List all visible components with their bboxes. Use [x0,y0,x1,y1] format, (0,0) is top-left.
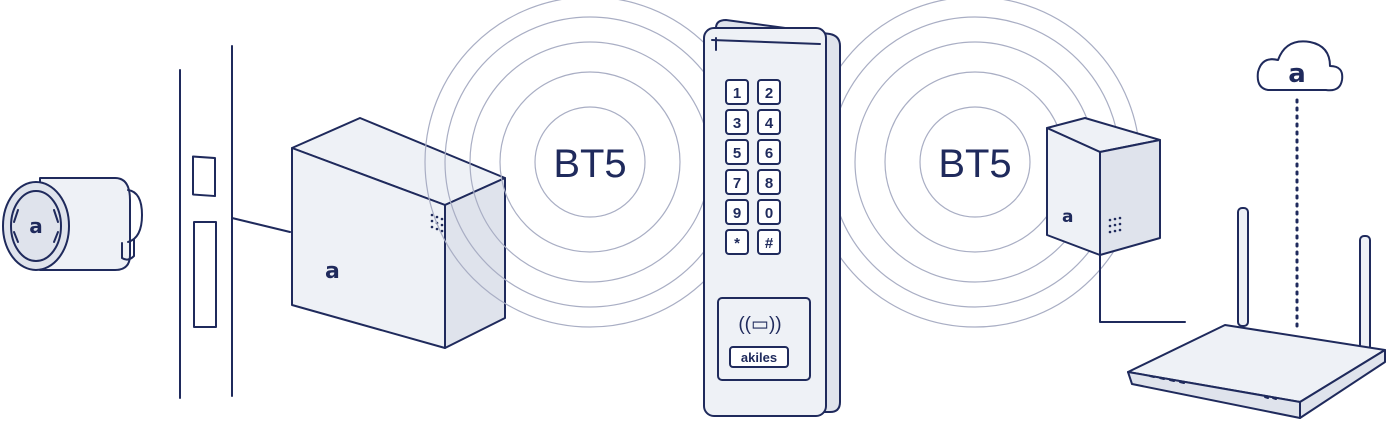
brand-plate-text: akiles [741,350,777,365]
keypad-key-label: 5 [733,145,741,162]
keypad-key [725,229,749,255]
right-signal-label: BT5 [938,142,1011,186]
keypad-key [757,199,781,225]
gateway-box: a [1046,117,1161,256]
keypad-key [757,109,781,135]
router-leds [1149,375,1277,400]
cloud-lock-icon: a [1256,40,1344,332]
keypad-key [725,139,749,165]
keypad-keys: 1 2 3 4 5 6 7 8 9 0 * # [725,79,781,255]
keypad-key [757,139,781,165]
keypad-key-label: 8 [765,175,773,192]
keypad-key-label: # [765,235,774,252]
gateway-speaker-grille [1108,216,1122,234]
nfc-icon: ((▭)) [738,314,781,335]
brand-plate [729,346,789,368]
keypad-key [725,79,749,105]
keypad-key-label: 4 [765,115,774,132]
keypad-key [725,109,749,135]
keypad-key [757,169,781,195]
gateway-brand-mark: a [1062,207,1073,227]
keypad-key-label: 9 [733,205,741,222]
keypad-key-label: * [734,235,740,252]
keypad-key [725,169,749,195]
left-signal-label: BT5 [553,142,626,186]
keypad-reader: 1 2 3 4 5 6 7 8 9 0 * # ((▭)) akiles [703,19,841,417]
keypad-key-label: 0 [765,205,773,222]
keypad-key [757,79,781,105]
smart-lock-cylinder: a [2,177,143,271]
door-frame [179,45,291,399]
keypad-key-label: 1 [733,85,741,102]
keypad-key-label: 6 [765,145,773,162]
keypad-key-label: 7 [733,175,741,192]
keypad-key-label: 3 [733,115,741,132]
keypad-key [725,199,749,225]
lock-brand-mark: a [29,214,43,238]
keypad-key-label: 2 [765,85,773,102]
keypad-key [757,229,781,255]
cloud-brand-mark: a [1288,59,1306,89]
wifi-router [1127,207,1386,419]
access-controller-box: a [291,117,506,349]
gateway-router-cable [1099,254,1186,323]
controller-brand-mark: a [325,259,340,284]
